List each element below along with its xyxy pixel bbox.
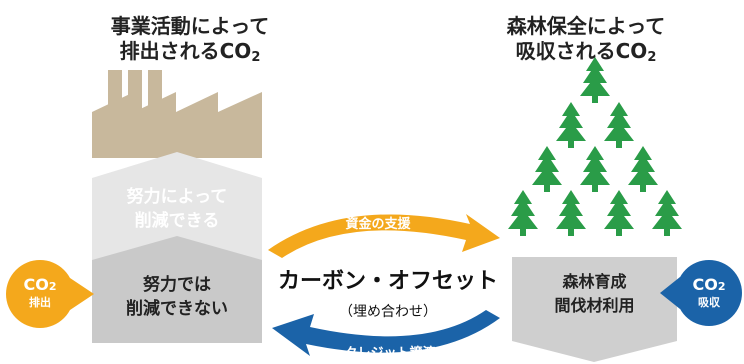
- forest-label-line1: 森林育成: [562, 272, 627, 291]
- forest-block: [512, 257, 677, 362]
- carbon-offset-title: カーボン・オフセット: [277, 269, 498, 294]
- absorption-title-subscript: 2: [647, 50, 657, 65]
- co2-emission-label: CO2 排出: [6, 276, 74, 310]
- tree-icon: [556, 190, 586, 236]
- irreducible-emissions-block: [92, 236, 262, 343]
- tree-icon: [580, 146, 610, 192]
- tree-icon: [652, 190, 682, 236]
- co2-absorption-formula: CO2: [676, 276, 742, 296]
- tree-icon: [580, 57, 610, 103]
- forest-label: 森林育成 間伐材利用: [512, 270, 677, 318]
- reducible-emissions-block: [92, 152, 262, 272]
- co2-absorption-text: 吸収: [698, 296, 720, 309]
- co2-absorption-label: CO2 吸収: [676, 276, 742, 310]
- co2-absorption-pointer: [660, 277, 680, 309]
- tree-icon: [532, 146, 562, 192]
- tree-icon: [604, 102, 634, 148]
- absorption-title-line1: 森林保全によって: [506, 14, 666, 38]
- emission-title-subscript: 2: [251, 50, 261, 65]
- funding-arrow: [268, 214, 500, 258]
- reducible-label: 努力によって 削減できる: [92, 185, 262, 233]
- co2-absorption-subscript: 2: [717, 280, 726, 293]
- absorption-title-line2: 吸収されるCO2: [456, 39, 716, 70]
- forest-label-line2: 間伐材利用: [554, 296, 635, 315]
- co2-emission-pointer: [70, 278, 94, 310]
- co2-absorption-circle: [676, 260, 742, 326]
- irreducible-label-line1: 努力では: [143, 275, 211, 295]
- reducible-label-line1: 努力によって: [126, 187, 228, 207]
- irreducible-label: 努力では 削減できない: [92, 273, 262, 321]
- tree-icon: [628, 146, 658, 192]
- co2-emission-subscript: 2: [48, 280, 57, 293]
- reducible-label-line2: 削減できる: [134, 211, 220, 231]
- co2-emission-formula: CO2: [6, 276, 74, 296]
- emission-title-line1: 事業活動によって: [110, 14, 270, 38]
- co2-emission-text: 排出: [29, 296, 51, 309]
- tree-icon: [508, 190, 538, 236]
- factory-icon: [92, 70, 262, 158]
- tree-icon: [556, 102, 586, 148]
- absorption-title-text: 吸収されるCO: [515, 39, 648, 63]
- irreducible-label-line2: 削減できない: [126, 299, 228, 319]
- credit-transfer-arrow: [272, 310, 500, 356]
- emission-title: 事業活動によって 排出されるCO2: [60, 14, 320, 70]
- co2-emission-co: CO: [23, 275, 49, 294]
- forest-icon: [508, 57, 682, 236]
- emission-title-line2: 排出されるCO2: [60, 39, 320, 70]
- credit-transfer-label: クレジット譲渡: [344, 346, 436, 361]
- emission-title-text: 排出されるCO: [119, 39, 252, 63]
- funding-arrow-label: 資金の支援: [345, 217, 411, 232]
- absorption-title: 森林保全によって 吸収されるCO2: [456, 14, 716, 70]
- factory-roof: [92, 92, 262, 158]
- tree-icon: [604, 190, 634, 236]
- co2-emission-circle: [5, 259, 89, 329]
- co2-absorption-co: CO: [692, 275, 718, 294]
- carbon-offset-subtitle: （埋め合わせ）: [339, 304, 437, 320]
